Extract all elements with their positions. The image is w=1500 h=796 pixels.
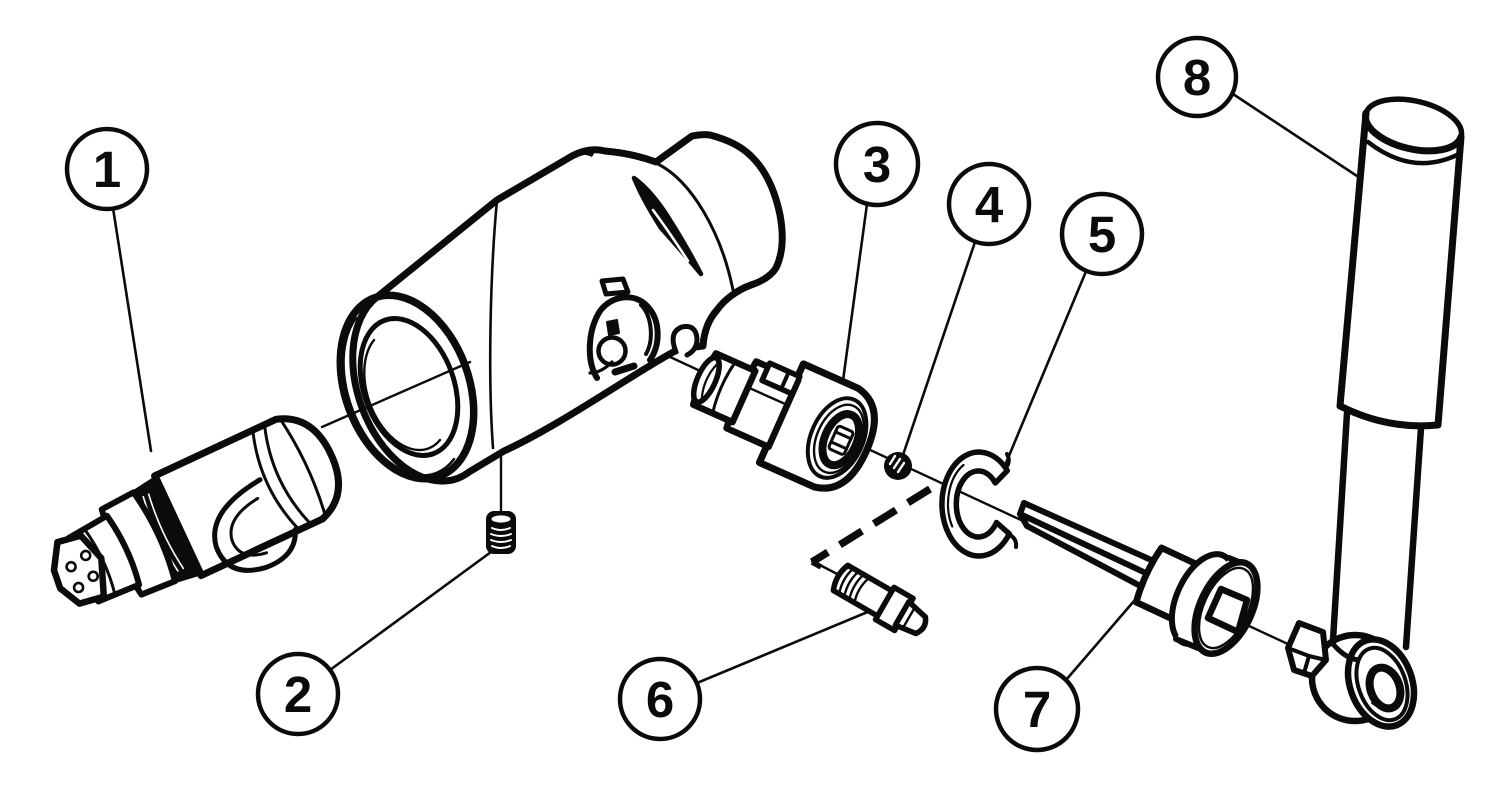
svg-text:2: 2	[284, 666, 312, 723]
svg-text:1: 1	[93, 141, 121, 198]
svg-text:5: 5	[1088, 206, 1116, 263]
svg-text:6: 6	[646, 671, 674, 728]
svg-text:4: 4	[975, 176, 1004, 233]
svg-text:7: 7	[1023, 681, 1051, 738]
svg-text:8: 8	[1183, 49, 1211, 106]
svg-text:3: 3	[863, 136, 891, 193]
